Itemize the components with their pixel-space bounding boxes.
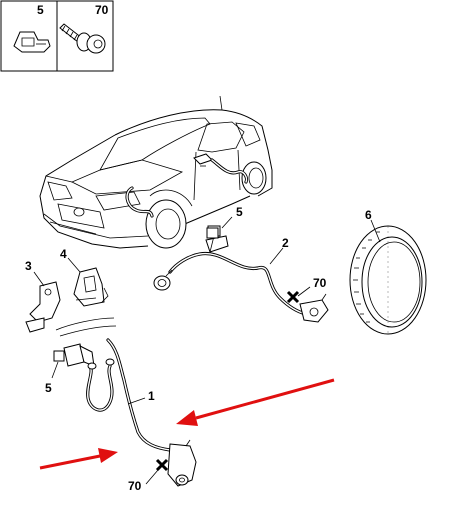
target-ring-part-6 — [349, 225, 427, 335]
harness-part-2 — [153, 225, 329, 323]
arrow-right-icon — [176, 378, 335, 426]
arrow-left-icon — [39, 448, 118, 470]
rear-wheel — [241, 161, 267, 195]
red-arrows — [39, 378, 335, 470]
callout-2: 2 — [282, 236, 289, 250]
screw-icon — [59, 23, 106, 54]
clip-icon — [13, 31, 51, 53]
car-illustration — [39, 95, 273, 249]
callout-6: 6 — [365, 208, 372, 222]
legend-label-5: 5 — [37, 3, 44, 17]
clip-marker-upper — [206, 227, 219, 239]
screw-marker-upper — [286, 290, 300, 304]
bracket-part-4 — [73, 267, 109, 307]
callout-1: 1 — [148, 389, 155, 403]
callout-5-lower: 5 — [45, 381, 52, 395]
callouts: 5 2 6 3 4 70 5 1 70 — [25, 205, 372, 493]
callout-5-upper: 5 — [236, 205, 243, 219]
parts-legend-box: 5 70 — [0, 0, 114, 72]
callout-70-lower: 70 — [128, 479, 142, 493]
legend-label-70: 70 — [95, 3, 109, 17]
bracket-part-3 — [25, 281, 61, 333]
clip-marker-lower — [53, 350, 65, 362]
callout-70-upper: 70 — [313, 276, 327, 290]
front-wheel — [145, 189, 193, 249]
leader-lines — [33, 216, 381, 485]
callout-4: 4 — [60, 247, 67, 261]
callout-3: 3 — [25, 259, 32, 273]
harness-part-1 — [55, 317, 197, 487]
screw-marker-lower — [155, 458, 169, 472]
